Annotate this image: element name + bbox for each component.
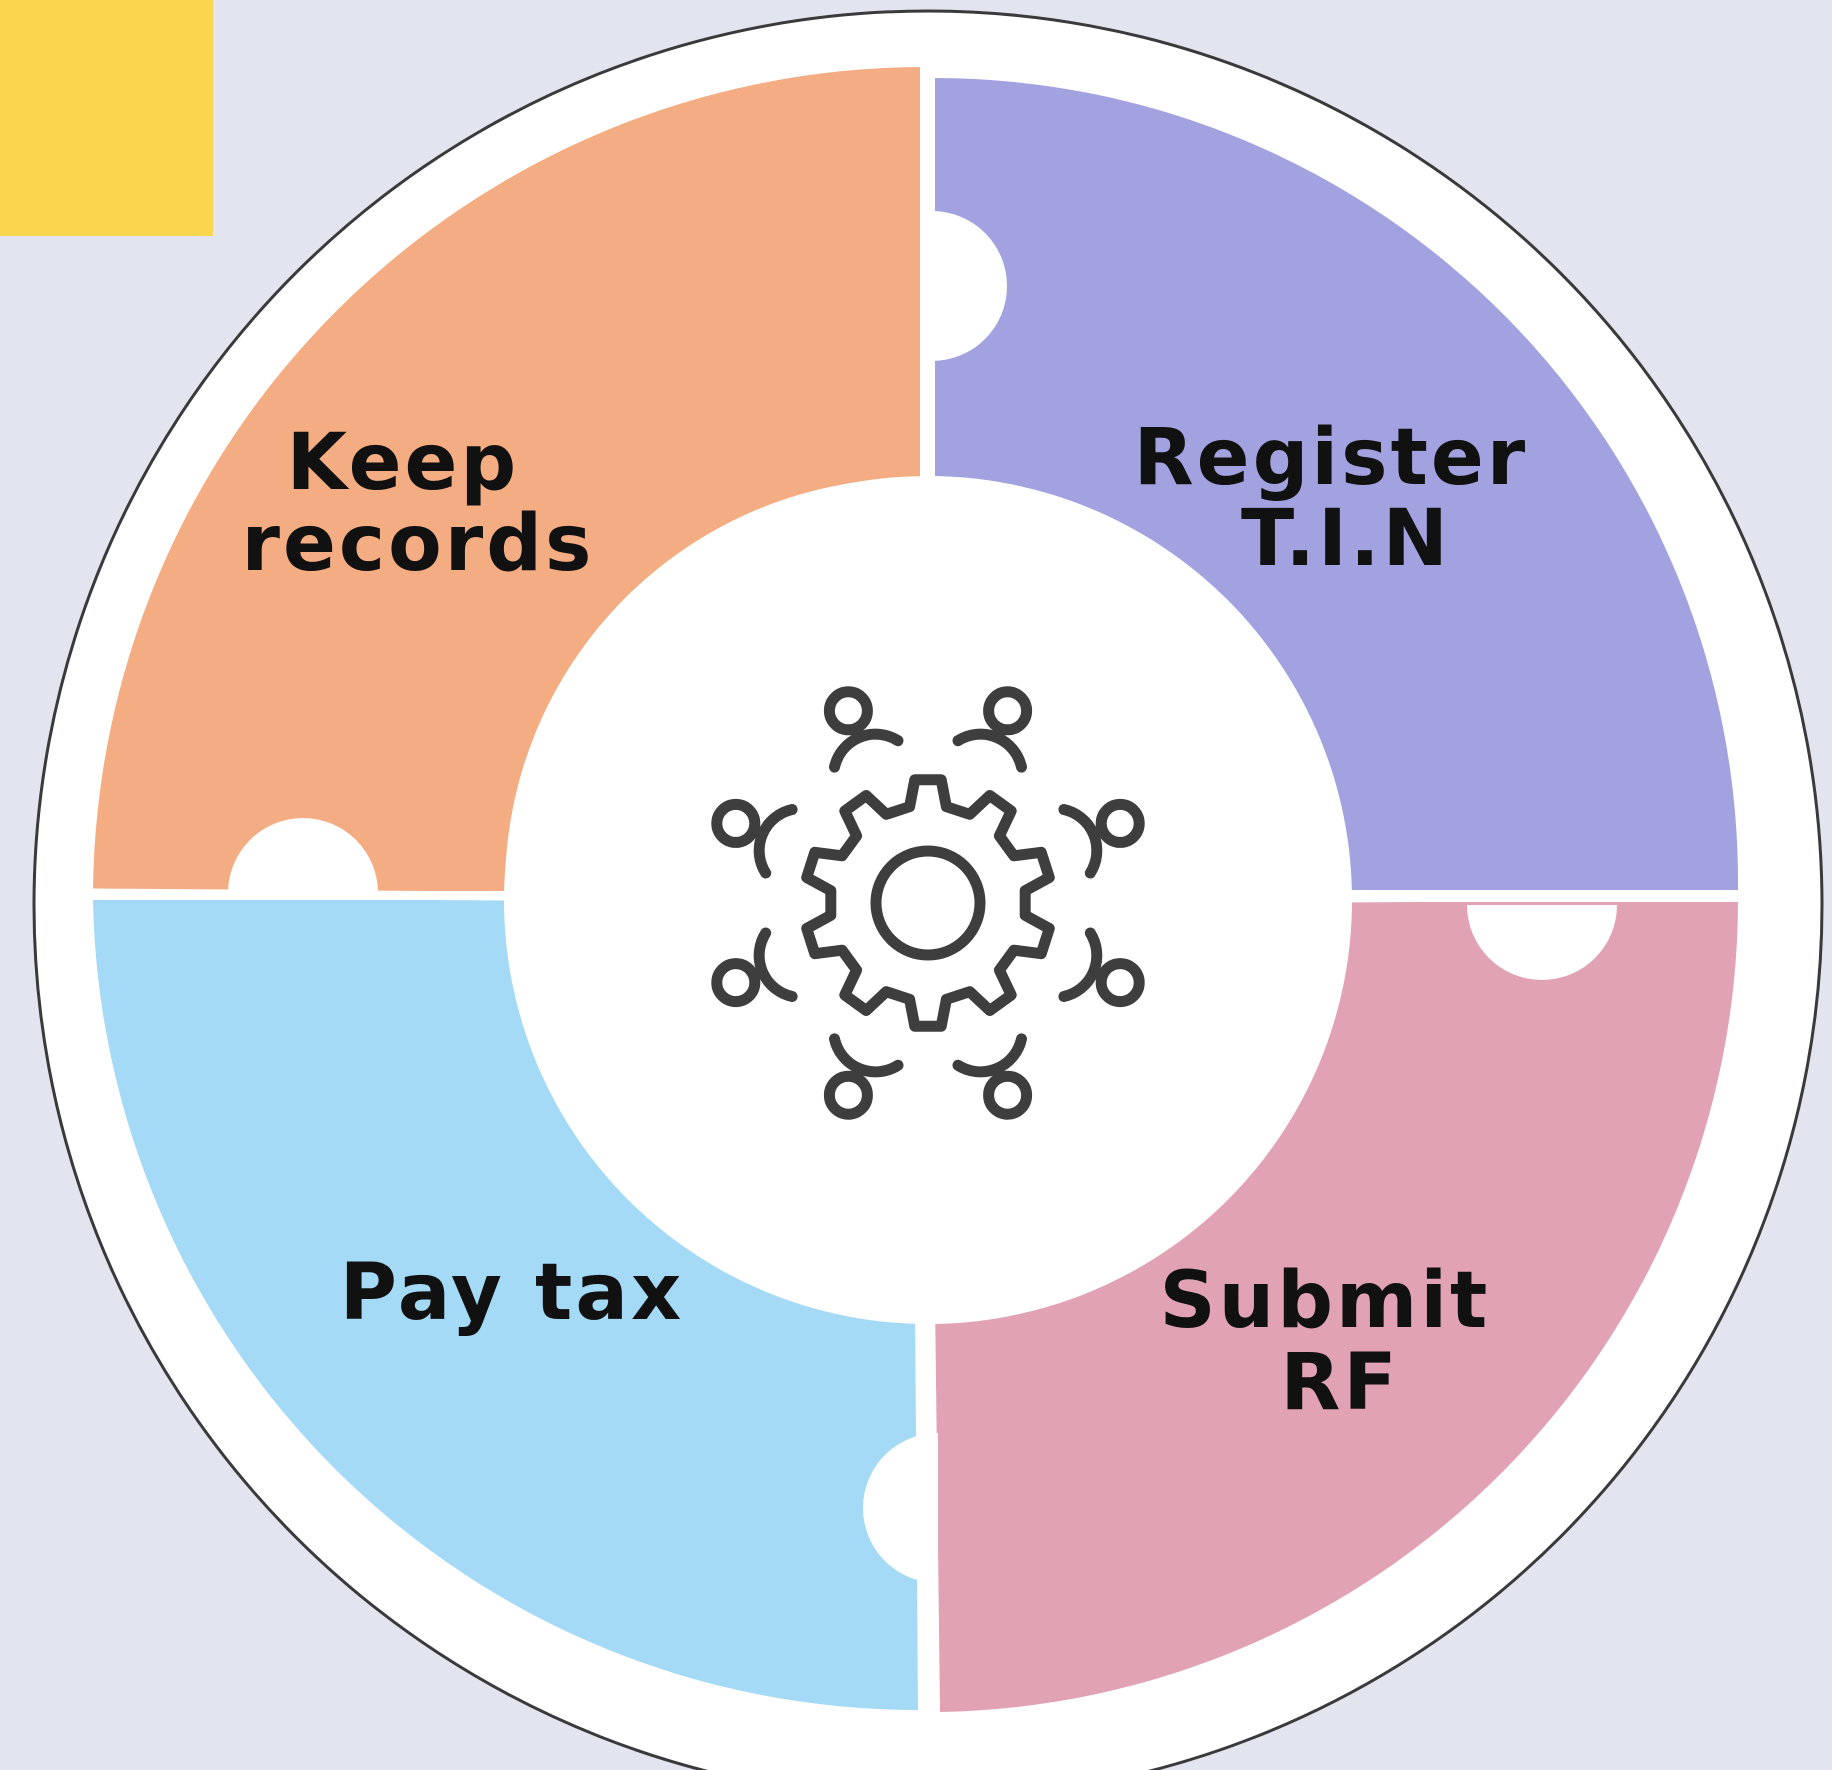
segment-pay-tax[interactable] bbox=[93, 900, 918, 1710]
label-pay-tax: Pay tax bbox=[340, 1248, 685, 1338]
label-submit-rf-line-1: Submit bbox=[1160, 1256, 1491, 1346]
person-head bbox=[1095, 958, 1145, 1008]
gear-hub bbox=[870, 845, 986, 961]
divider-left bbox=[92, 888, 506, 901]
label-register-tin: Register T.I.N bbox=[1134, 413, 1559, 584]
person-head bbox=[823, 686, 873, 736]
label-pay-tax-line-1: Pay tax bbox=[340, 1248, 685, 1338]
person-icon bbox=[823, 686, 904, 773]
label-keep-records-line-2: records bbox=[242, 499, 595, 589]
person-icon bbox=[711, 927, 798, 1008]
segment-keep-records[interactable] bbox=[93, 67, 920, 891]
label-register-tin-line-1: Register bbox=[1134, 413, 1529, 503]
person-icon bbox=[952, 1033, 1033, 1120]
person-shoulders bbox=[952, 728, 1027, 773]
person-head bbox=[711, 958, 761, 1008]
segment-submit-rf[interactable] bbox=[935, 902, 1738, 1712]
puzzle-notch-right bbox=[1467, 905, 1617, 980]
person-shoulders bbox=[952, 1033, 1027, 1078]
person-icon bbox=[711, 798, 798, 879]
person-shoulders bbox=[1058, 927, 1103, 1002]
center-hub bbox=[504, 476, 1352, 1324]
label-register-tin-line-2: T.I.N bbox=[1241, 494, 1451, 584]
person-shoulders bbox=[753, 804, 798, 879]
gear-outline bbox=[801, 774, 1055, 1032]
divider-right bbox=[1329, 891, 1739, 903]
person-shoulders bbox=[753, 927, 798, 1002]
label-submit-rf-line-2: RF bbox=[1280, 1338, 1399, 1428]
label-keep-records-line-1: Keep bbox=[287, 418, 520, 508]
person-shoulders bbox=[829, 728, 904, 773]
puzzle-notch-top bbox=[932, 211, 1007, 361]
person-head bbox=[1095, 798, 1145, 848]
puzzle-notch-left bbox=[228, 818, 378, 893]
label-keep-records: Keep records bbox=[242, 418, 595, 589]
person-icon bbox=[823, 1033, 904, 1120]
person-icon bbox=[1058, 798, 1145, 879]
label-submit-rf: Submit RF bbox=[1160, 1256, 1521, 1428]
segment-register-tin[interactable] bbox=[935, 78, 1739, 890]
person-head bbox=[823, 1070, 873, 1120]
people-ring bbox=[711, 686, 1145, 1120]
person-icon bbox=[1058, 927, 1145, 1008]
corner-tag bbox=[0, 0, 213, 236]
person-head bbox=[983, 1070, 1033, 1120]
person-shoulders bbox=[1058, 804, 1103, 879]
person-icon bbox=[952, 686, 1033, 773]
puzzle-notch-bottom bbox=[863, 1433, 938, 1583]
teamwork-gear-icon bbox=[711, 686, 1145, 1120]
person-shoulders bbox=[829, 1033, 904, 1078]
person-head bbox=[711, 798, 761, 848]
person-head bbox=[983, 686, 1033, 736]
